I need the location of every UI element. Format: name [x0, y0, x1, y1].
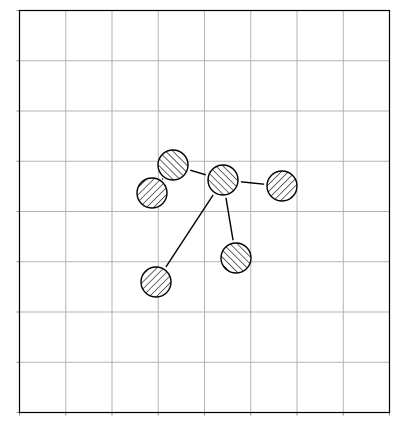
- node-n1: [140, 266, 172, 298]
- edge-n3-n4: [240, 181, 265, 185]
- edge-n1-n3: [165, 194, 214, 268]
- node-n4: [266, 170, 298, 202]
- edge-n2-n6: [161, 178, 164, 180]
- node-n3: [207, 164, 239, 196]
- node-n6: [136, 177, 168, 209]
- plot-frame: [18, 9, 391, 414]
- grid: [16, 10, 390, 416]
- edges: [161, 169, 265, 268]
- edge-n3-n5: [225, 197, 234, 241]
- edge-n3-n2: [190, 169, 206, 176]
- node-n5: [220, 242, 252, 274]
- nodes: [136, 149, 298, 298]
- node-n2: [157, 149, 189, 181]
